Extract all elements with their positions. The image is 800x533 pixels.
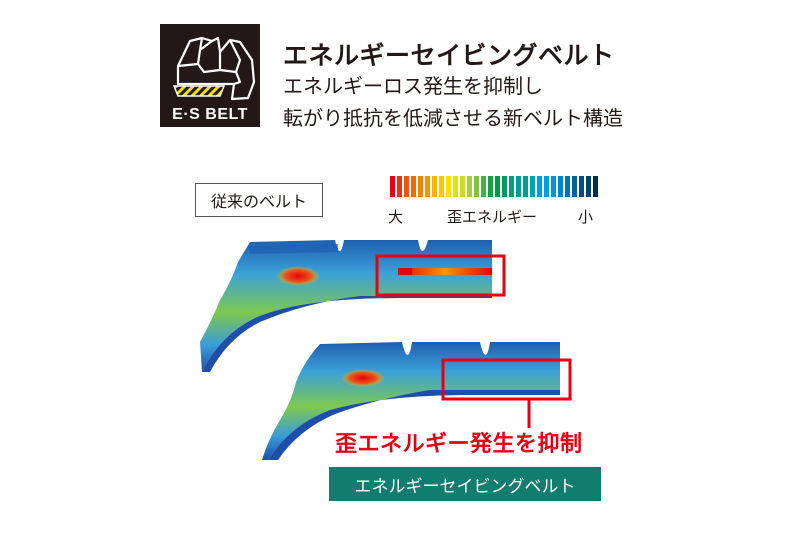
color-scale-swatch [425,176,430,197]
color-scale-swatch [474,176,479,197]
conventional-belt-label: 従来のベルト [195,183,323,217]
color-scale-swatch [404,176,409,197]
color-scale-swatch [488,176,493,197]
color-scale-swatch [523,176,528,197]
tire-cross-section-belt-icon [172,36,256,101]
color-scale-swatch [509,176,514,197]
color-scale-swatch [593,176,598,197]
scale-small-label: 小 [578,208,594,226]
color-scale-swatch [460,176,465,197]
strain-energy-color-scale [390,176,598,197]
color-scale-swatch [446,176,451,197]
color-scale-swatch [530,176,535,197]
color-scale-swatch [453,176,458,197]
color-scale-swatch [481,176,486,197]
color-scale-swatch [579,176,584,197]
color-scale-swatch [495,176,500,197]
color-scale-swatch [572,176,577,197]
es-belt-badge: エネルギーセイビングベルト [329,467,601,501]
conventional-highlight-box [375,254,506,297]
es-belt-highlight-box [441,358,572,401]
page-title: エネルギーセイビングベルト [283,41,615,70]
color-scale-swatch [418,176,423,197]
subtitle-line-1: エネルギーロス発生を抑制し [283,74,543,98]
color-scale-swatch [411,176,416,197]
color-scale-swatch [586,176,591,197]
color-scale-swatch [390,176,395,197]
scale-title: 歪エネルギー [447,208,538,226]
subtitle-line-2: 転がり抵抗を低減させる新ベルト構造 [283,106,623,130]
color-scale-swatch [565,176,570,197]
color-scale-swatch [537,176,542,197]
scale-large-label: 大 [388,208,404,226]
color-scale-swatch [439,176,444,197]
color-scale-swatch [397,176,402,197]
color-scale-swatch [558,176,563,197]
es-belt-logo: E·S BELT [160,24,260,127]
color-scale-swatch [551,176,556,197]
color-scale-swatch [467,176,472,197]
color-scale-swatch [502,176,507,197]
color-scale-swatch [516,176,521,197]
conventional-belt-heatmap [200,240,492,372]
strain-suppression-callout: 歪エネルギー発生を抑制 [335,432,583,457]
es-belt-heatmap [262,342,560,460]
color-scale-swatch [432,176,437,197]
color-scale-swatch [544,176,549,197]
logo-label: E·S BELT [172,106,248,123]
